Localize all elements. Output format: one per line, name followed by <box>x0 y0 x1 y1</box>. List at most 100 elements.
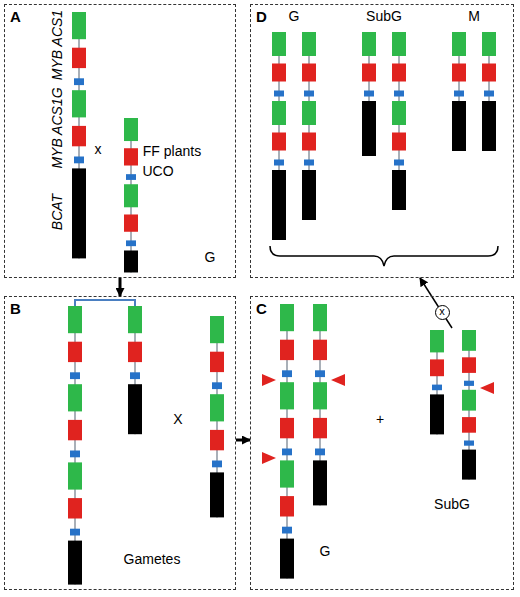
spacer-block <box>432 385 442 391</box>
myb-segment <box>210 316 224 343</box>
crossover-marker <box>331 374 345 386</box>
myb-segment <box>68 306 82 333</box>
spacer-block <box>212 382 222 389</box>
myb-segment <box>280 460 294 487</box>
bcat-segment <box>272 170 286 240</box>
flow-arrow <box>119 278 122 296</box>
bcat-segment <box>313 460 327 505</box>
spacer-block <box>126 240 136 246</box>
figure-panel: C <box>250 296 514 590</box>
selfing-symbol: x <box>435 305 450 320</box>
crossover-label: UCO <box>142 164 173 179</box>
myb-segment <box>392 32 406 56</box>
bcat-segment <box>430 394 444 434</box>
spacer-block <box>454 91 464 97</box>
myb-segment <box>272 101 286 125</box>
myb-segment <box>272 32 286 56</box>
gene-label: MYB ACS1 <box>50 10 65 80</box>
bcat-segment <box>124 250 138 272</box>
acs-segment <box>482 64 496 82</box>
spacer-block <box>130 372 140 379</box>
figure-panel: A <box>4 4 236 278</box>
acs-segment <box>392 64 406 82</box>
genotype-label: SubG <box>434 497 470 512</box>
acs-segment <box>280 496 294 516</box>
spacer-block <box>74 157 84 164</box>
group-label: Gametes <box>124 552 181 567</box>
myb-segment <box>124 118 138 141</box>
spacer-block <box>126 174 136 180</box>
myb-segment <box>124 184 138 207</box>
spacer-block <box>74 78 84 85</box>
bcat-segment <box>392 170 406 210</box>
acs-segment <box>128 342 142 362</box>
spacer-block <box>282 449 292 456</box>
crossover-marker <box>262 374 276 386</box>
spacer-block <box>484 91 494 97</box>
myb-segment <box>280 382 294 409</box>
acs-segment <box>68 420 82 440</box>
spacer-block <box>315 449 325 456</box>
myb-segment <box>68 462 82 489</box>
acs-segment <box>313 418 327 438</box>
acs-segment <box>280 418 294 438</box>
myb-segment <box>462 390 476 411</box>
bcat-segment <box>210 472 224 517</box>
acs-segment <box>462 357 476 373</box>
acs-segment <box>68 498 82 518</box>
acs-segment <box>210 430 224 450</box>
panel-letter: A <box>10 8 21 25</box>
spacer-block <box>274 160 284 166</box>
spacer-block <box>394 91 404 97</box>
myb-segment <box>313 304 327 331</box>
selfing-leader <box>432 296 453 328</box>
spacer-block <box>394 160 404 166</box>
myb-segment <box>392 101 406 125</box>
cross-symbol: X <box>173 412 182 427</box>
gamete-link <box>75 300 135 306</box>
acs-segment <box>280 340 294 360</box>
myb-segment <box>462 330 476 351</box>
bcat-segment <box>302 170 316 220</box>
crossover-marker <box>262 452 276 464</box>
myb-segment <box>72 12 86 39</box>
spacer-block <box>282 527 292 534</box>
myb-segment <box>210 394 224 421</box>
spacer-block <box>212 461 222 468</box>
myb-segment <box>452 32 466 56</box>
acs-segment <box>272 64 286 82</box>
gene-label: MYB ACS1G <box>50 87 65 168</box>
acs-segment <box>72 126 86 146</box>
acs-segment <box>392 133 406 151</box>
acs-segment <box>462 417 476 433</box>
acs-segment <box>302 64 316 82</box>
spacer-block <box>315 370 325 377</box>
acs-segment <box>272 133 286 151</box>
genotype-label: M <box>468 9 480 24</box>
spacer-block <box>70 372 80 379</box>
spacer-block <box>70 529 80 536</box>
flow-arrow <box>236 439 250 442</box>
spacer-block <box>464 441 474 446</box>
spacer-block <box>304 160 314 166</box>
acs-segment <box>302 133 316 151</box>
spacer-block <box>464 381 474 386</box>
genotype-label: G <box>205 250 216 265</box>
myb-segment <box>72 90 86 117</box>
cross-symbol: x <box>95 142 102 157</box>
bcat-segment <box>280 539 294 579</box>
plus-symbol: + <box>376 412 384 427</box>
offspring-bracket <box>270 246 498 266</box>
acs-segment <box>72 48 86 68</box>
bcat-segment <box>128 384 142 434</box>
acs-segment <box>210 352 224 372</box>
myb-segment <box>430 330 444 352</box>
spacer-block <box>274 91 284 97</box>
figure-panel: B <box>4 296 236 590</box>
parent-label: FF plants <box>143 144 201 159</box>
bcat-segment <box>452 101 466 151</box>
genotype-label: G <box>289 9 300 24</box>
bcat-segment <box>68 541 82 585</box>
myb-segment <box>68 384 82 411</box>
